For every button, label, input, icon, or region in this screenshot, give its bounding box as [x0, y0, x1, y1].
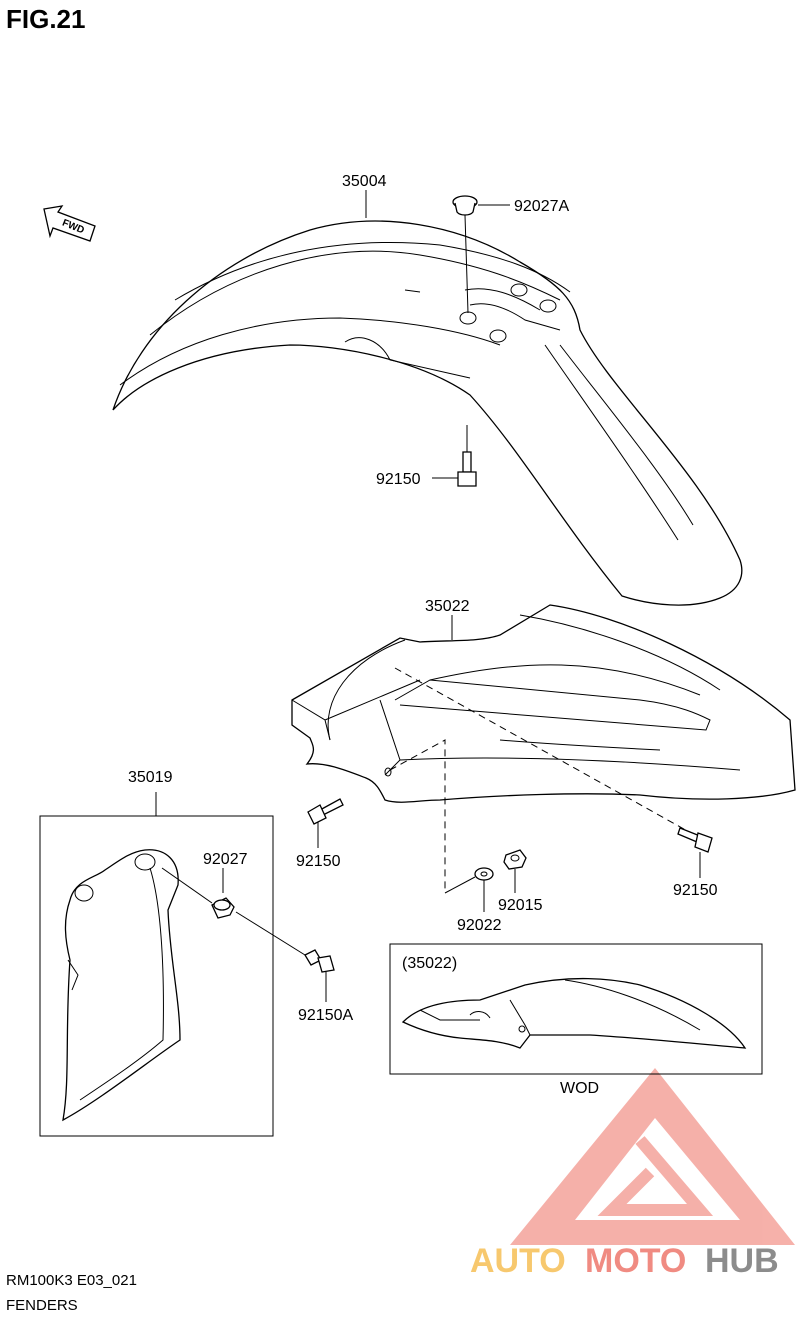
- bolt-92150a-drawing: [304, 949, 335, 1002]
- inset-label: (35022): [402, 955, 457, 972]
- label-nut: 92015: [498, 897, 543, 914]
- watermark-moto: MOTO: [585, 1242, 686, 1280]
- label-cushion-top: 92027A: [514, 198, 569, 215]
- label-bolt-guard: 92150A: [298, 1007, 353, 1024]
- fwd-arrow-icon: FWD: [43, 205, 96, 242]
- cushion-92027-drawing: [161, 867, 306, 956]
- inset-caption: WOD: [560, 1080, 599, 1097]
- label-mud-guard: 35019: [128, 769, 173, 786]
- label-bolt-rear-right: 92150: [673, 882, 718, 899]
- figure-title: FIG.21: [6, 4, 86, 34]
- label-rear-fender: 35022: [425, 598, 470, 615]
- watermark-hub: HUB: [705, 1242, 779, 1280]
- watermark-auto: AUTO: [470, 1242, 566, 1280]
- front-fender-drawing: [112, 220, 743, 606]
- bolt-92150-front-drawing: [432, 425, 477, 487]
- watermark-logo: [510, 1068, 795, 1245]
- label-washer: 92022: [457, 917, 502, 934]
- bolt-92150-left-drawing: [307, 798, 344, 848]
- inset-drawing: [389, 943, 763, 1075]
- nut-92015-drawing: [503, 849, 527, 893]
- rear-fender-drawing: [291, 604, 796, 893]
- label-bolt-rear-left: 92150: [296, 853, 341, 870]
- label-cushion-guard: 92027: [203, 851, 248, 868]
- cushion-92027a-drawing: [452, 195, 510, 314]
- bolt-92150-right-drawing: [677, 827, 713, 878]
- figure-caption: FENDERS: [6, 1297, 78, 1314]
- label-bolt-front-fender: 92150: [376, 471, 421, 488]
- washer-92022-drawing: [444, 867, 494, 912]
- mud-guard-drawing: [39, 792, 274, 1137]
- label-front-fender: 35004: [342, 173, 387, 190]
- figure-code: RM100K3 E03_021: [6, 1272, 137, 1289]
